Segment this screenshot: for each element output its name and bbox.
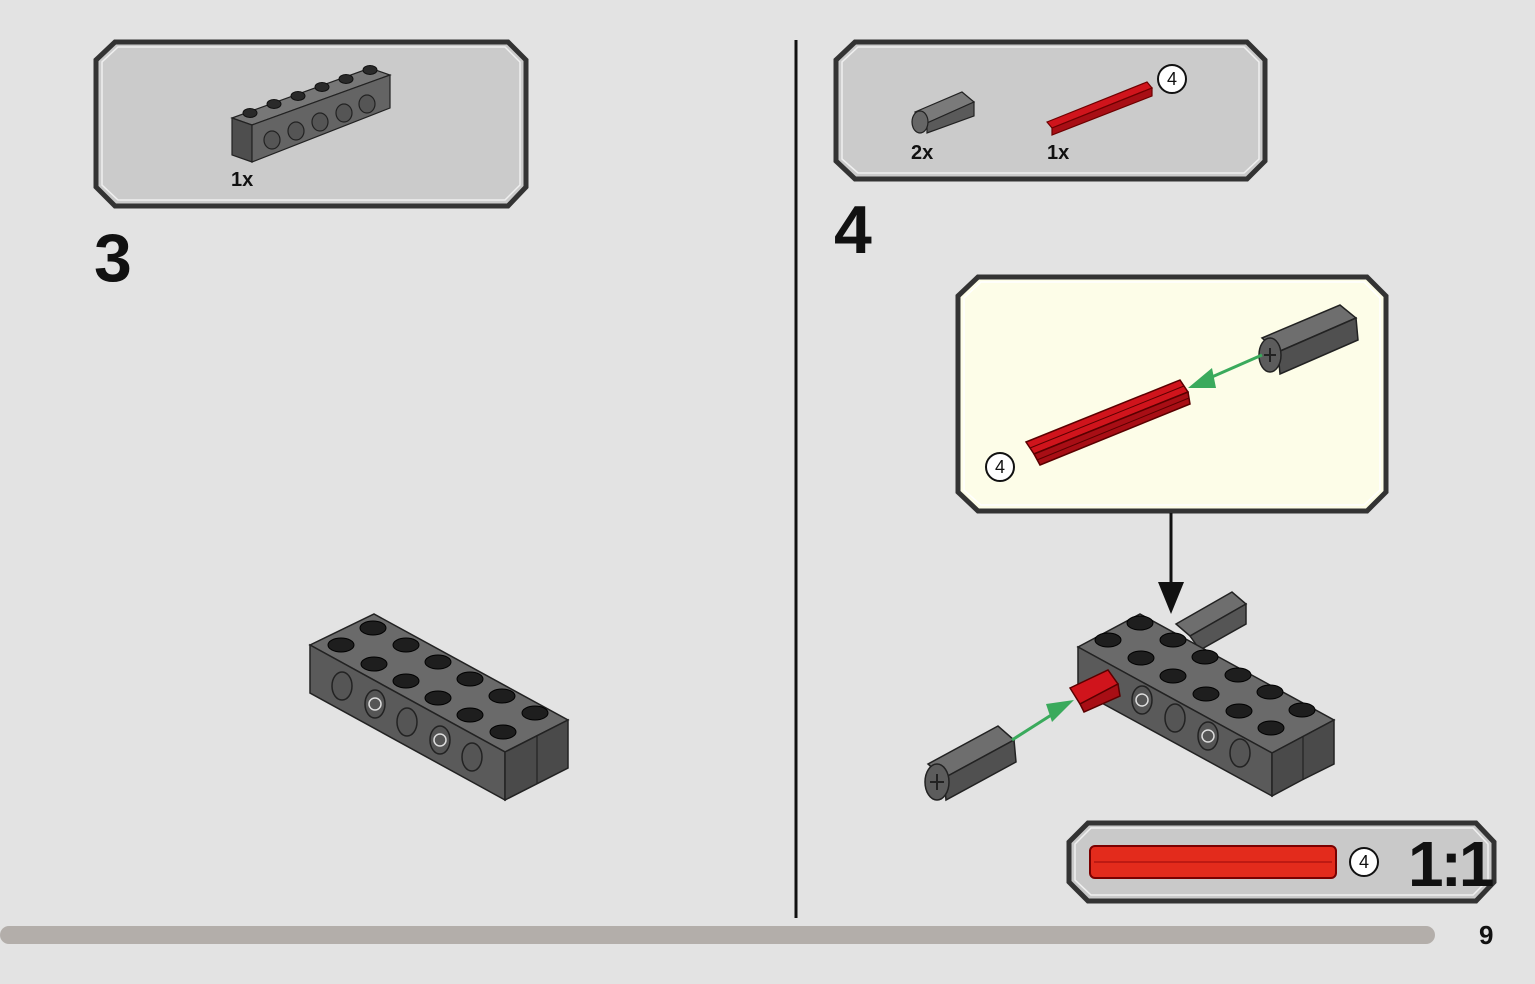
step4-brick-assembly [1068,591,1336,798]
axle-4-red-part-icon [1046,81,1153,136]
subassembly-axle-connector [1258,304,1359,376]
technic-brick-1x6-part-icon [230,65,392,163]
step4-axle-length-badge: 4 [1157,64,1187,94]
scale-label: 1:1 [1408,828,1494,900]
step4-green-arrow [1011,700,1074,742]
step3-part-qty: 1x [231,169,254,191]
step3-brick-assembly [308,613,570,802]
scale-axle-length-badge: 4 [1349,847,1379,877]
step3-number: 3 [94,220,132,296]
page-progress-bar [0,926,1435,944]
axle-connector-part-icon [911,91,976,134]
step4-axle-qty: 1x [1047,142,1070,164]
step4-connector-qty: 2x [911,142,934,164]
step4-axle-connector [924,725,1017,802]
subassembly-green-arrow [1188,353,1263,388]
subassembly-red-axle [1024,379,1191,466]
subassembly-axle-length-badge: 4 [985,452,1015,482]
page-number: 9 [1479,920,1494,950]
scale-box [1066,820,1497,904]
step4-number: 4 [834,192,872,268]
attach-down-arrow [1158,513,1184,614]
